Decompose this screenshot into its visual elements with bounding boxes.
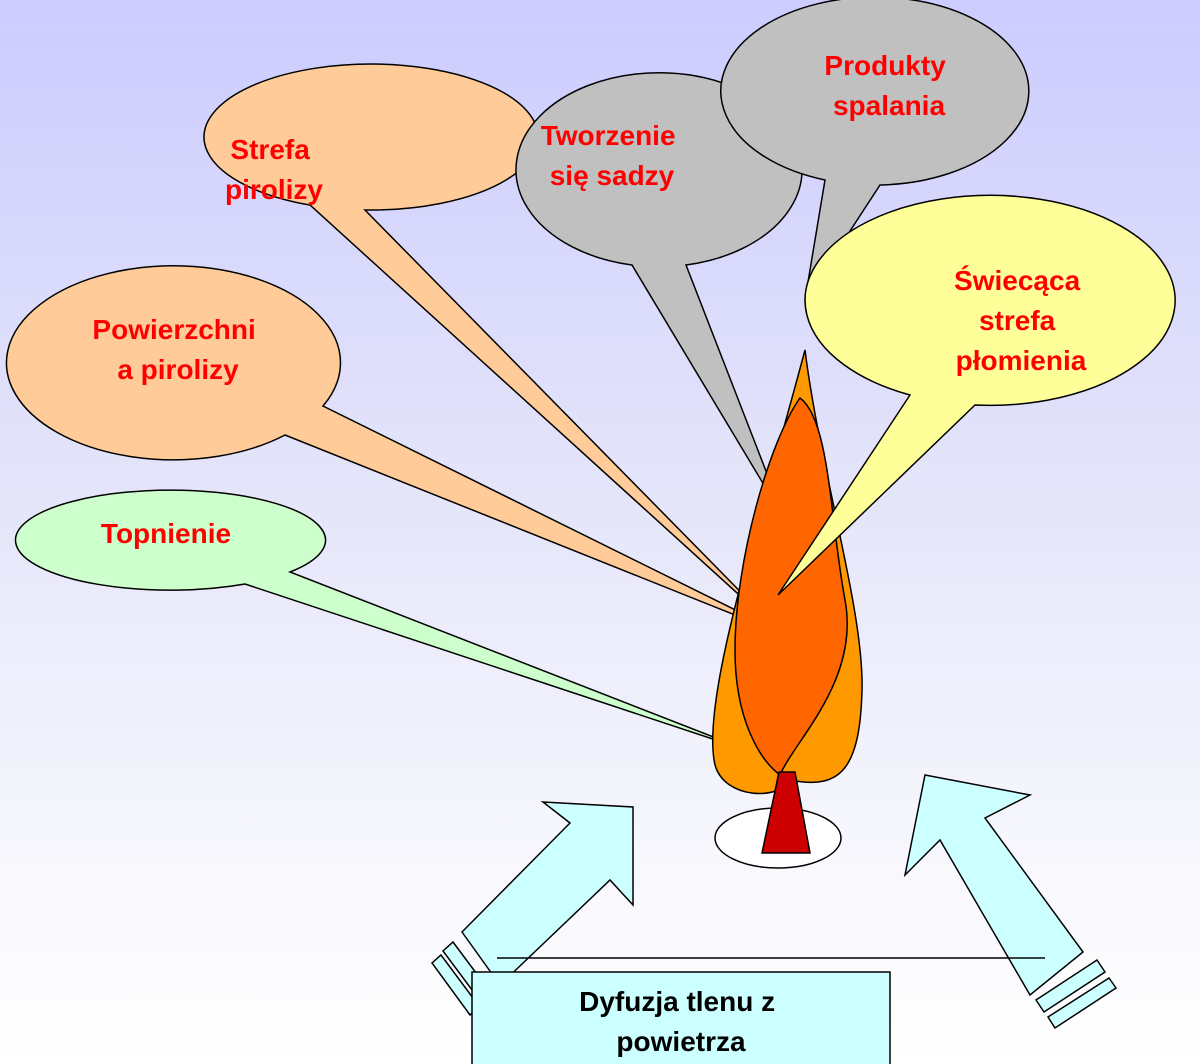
callout-topnienie-label: Topnienie (101, 518, 231, 549)
air-arrow-right-stripe (1046, 976, 1118, 1030)
callout-strefa-pirolizy-shape (203, 63, 781, 633)
callout-produkty-spalania: Produkty spalania (720, 0, 1030, 301)
callout-swiecaca-strefa-shape (777, 194, 1176, 596)
label-line: Strefa (230, 134, 310, 165)
label-line: powietrza (616, 1026, 746, 1057)
label-line: Powierzchni (92, 314, 255, 345)
callout-tworzenie-sadzy-label: Tworzenie się sadzy (541, 120, 684, 191)
callout-topnienie: Topnienie (14, 489, 753, 753)
air-diffusion-box: Dyfuzja tlenu z powietrza (471, 971, 891, 1064)
air-arrow-left-body (461, 801, 634, 987)
air-arrow-right-stripe (1034, 958, 1107, 1014)
callout-powierzchnia-pirolizy: Powierzchni a pirolizy (5, 265, 791, 638)
label-line: spalania (833, 90, 945, 121)
callout-powierzchnia-pirolizy-label: Powierzchni a pirolizy (92, 314, 263, 385)
label-line: Topnienie (101, 518, 231, 549)
wick (761, 771, 811, 854)
callout-strefa-pirolizy-label: Strefa pirolizy (225, 134, 323, 205)
air-arrow-right-body (903, 774, 1085, 997)
flame (711, 349, 863, 795)
callout-strefa-pirolizy: Strefa pirolizy (203, 63, 781, 633)
label-line: strefa (979, 305, 1056, 336)
callout-produkty-spalania-shape (720, 0, 1030, 301)
callout-topnienie-shape (14, 489, 753, 753)
label-line: a pirolizy (117, 354, 239, 385)
air-arrow-right (903, 774, 1118, 1030)
label-line: płomienia (956, 345, 1087, 376)
label-line: Tworzenie (541, 120, 676, 151)
label-line: Dyfuzja tlenu z (579, 986, 775, 1017)
callout-swiecaca-strefa-label: Świecąca strefa płomienia (954, 265, 1088, 376)
callout-tworzenie-sadzy: Tworzenie się sadzy (515, 72, 803, 521)
air-diffusion-label: Dyfuzja tlenu z powietrza (579, 986, 783, 1057)
callout-produkty-spalania-label: Produkty spalania (824, 50, 953, 121)
label-line: pirolizy (225, 174, 323, 205)
air-diffusion-box-frame (471, 971, 891, 1064)
label-line: Świecąca (954, 265, 1081, 296)
callout-powierzchnia-pirolizy-shape (5, 265, 791, 638)
label-line: się sadzy (550, 160, 675, 191)
callout-tworzenie-sadzy-shape (515, 72, 803, 521)
label-line: Produkty (824, 50, 946, 81)
callout-swiecaca-strefa: Świecąca strefa płomienia (777, 194, 1176, 596)
air-arrow-left-stripe (430, 953, 480, 1017)
